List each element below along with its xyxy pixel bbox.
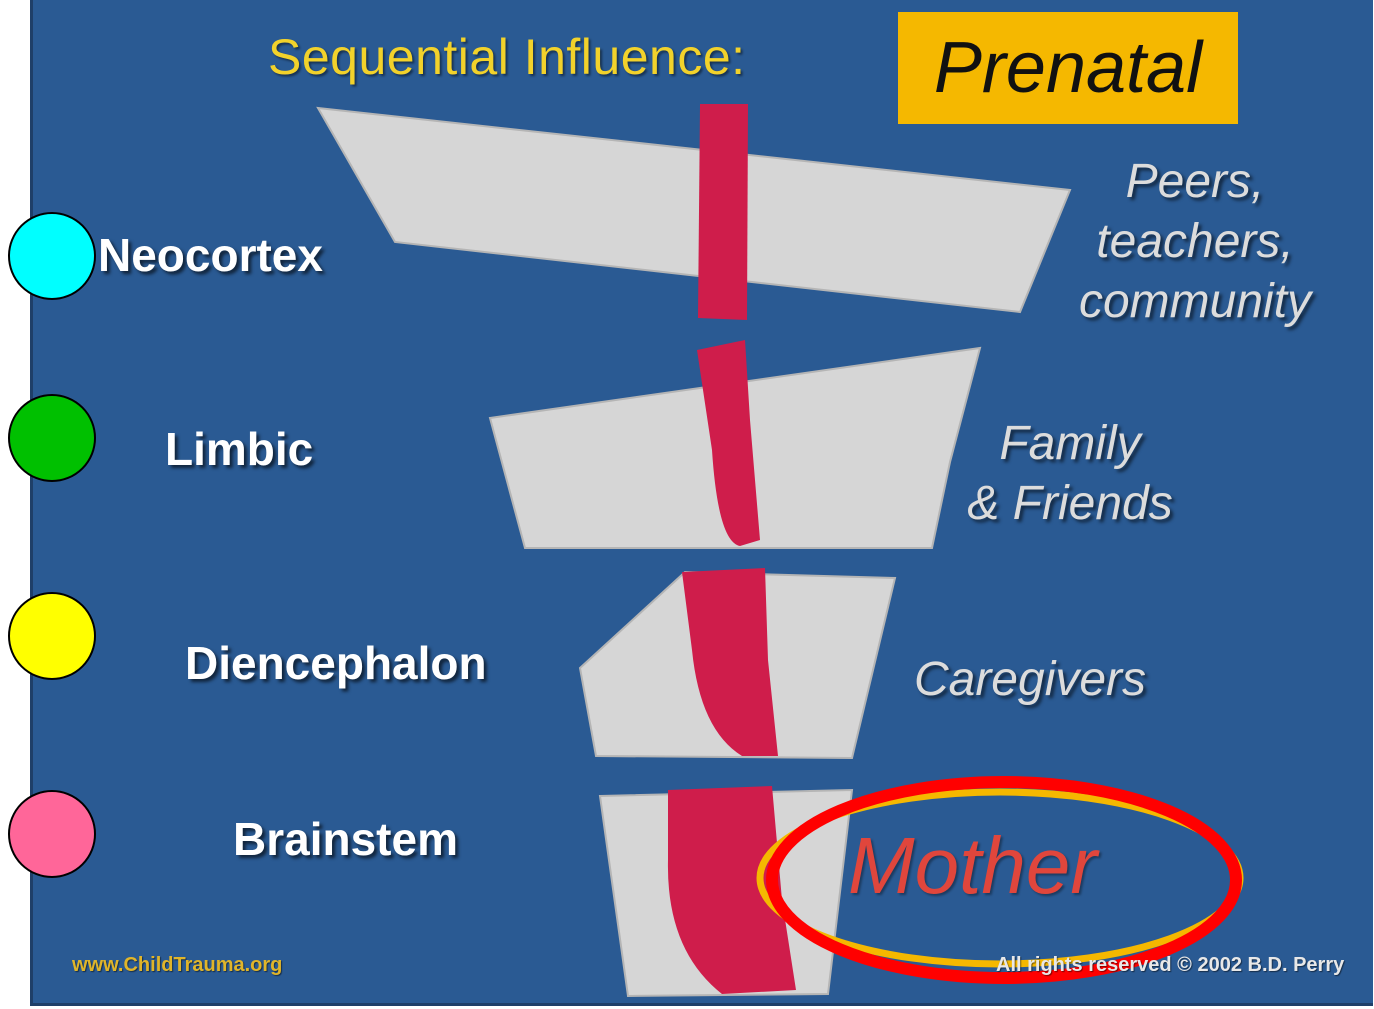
title-highlight: Prenatal: [934, 27, 1202, 109]
marker-limbic: [8, 394, 96, 482]
influence-limbic-line-1: Family: [935, 414, 1205, 474]
neocortex-block: [318, 108, 1070, 312]
title-prefix: Sequential Influence:: [268, 28, 746, 86]
influence-neocortex: Peers, teachers, community: [1050, 152, 1340, 332]
marker-neocortex: [8, 212, 96, 300]
influence-diencephalon: Caregivers: [880, 650, 1180, 710]
label-neocortex: Neocortex: [98, 228, 323, 282]
influence-neocortex-line-1: Peers,: [1050, 152, 1340, 212]
influence-neocortex-line-2: teachers,: [1050, 212, 1340, 272]
influence-limbic: Family & Friends: [935, 414, 1205, 534]
influence-diencephalon-line-1: Caregivers: [880, 650, 1180, 710]
label-diencephalon: Diencephalon: [185, 636, 487, 690]
influence-neocortex-line-3: community: [1050, 272, 1340, 332]
marker-diencephalon: [8, 592, 96, 680]
title-highlight-box: Prenatal: [898, 12, 1238, 124]
influence-brainstem: Mother: [848, 820, 1097, 912]
label-limbic: Limbic: [165, 422, 313, 476]
footer-copyright: All rights reserved © 2002 B.D. Perry: [996, 954, 1344, 977]
neocortex-core: [698, 104, 748, 320]
influence-limbic-line-2: & Friends: [935, 474, 1205, 534]
marker-brainstem: [8, 790, 96, 878]
footer-website: www.ChildTrauma.org: [72, 954, 282, 977]
label-brainstem: Brainstem: [233, 812, 458, 866]
